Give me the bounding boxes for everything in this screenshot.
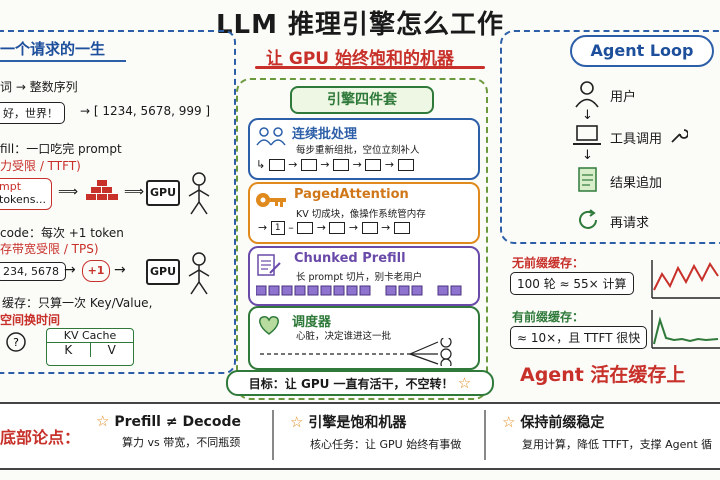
card-title: Chunked Prefill	[294, 251, 406, 266]
summary-divider	[484, 410, 486, 460]
decode-arrow-1: →	[64, 262, 76, 278]
no-prefix-value: 100 轮 ≈ 55× 计算	[510, 272, 634, 295]
loop-arrow: ↓	[582, 148, 593, 163]
bottom-label: 底部论点：	[0, 428, 81, 447]
user-icon	[575, 81, 599, 108]
page-blocks-diagram: → 1 – → → →	[258, 221, 410, 235]
high-compute-chart	[651, 260, 720, 299]
card-title: 调度器	[292, 315, 332, 330]
engine-toolkit-panel	[236, 78, 488, 400]
decode-limit: 存带宽受限 / TPS)	[0, 242, 99, 256]
loop-step-append-result: 结果追加	[610, 176, 663, 191]
decode-token-box: 234, 5678	[0, 262, 66, 281]
summary-desc: 核心任务：让 GPU 始终有事做	[310, 438, 462, 451]
subtitle-underline	[255, 66, 485, 69]
people-group-icon	[256, 127, 286, 146]
card-paged-attention: PagedAttention KV 切成块，像操作系统管内存 → 1 – → →…	[248, 182, 480, 244]
stick-figure-icon	[188, 172, 210, 215]
document-edit-icon	[257, 254, 281, 276]
tokenize-input-box: 好，世界！	[0, 102, 65, 124]
document-icon	[578, 167, 597, 192]
prefill-chunks-diagram	[256, 285, 462, 296]
summary-desc: 算力 vs 带宽，不同瓶颈	[122, 436, 241, 449]
summary-desc: 复用计算，降低 TTFT，支撑 Agent 循	[522, 438, 713, 451]
prefix-label: 有前缀缓存：	[512, 310, 585, 324]
loop-arrow: ↓	[582, 108, 593, 123]
plus-one-token: +1	[82, 260, 110, 282]
wrench-icon	[671, 129, 688, 143]
card-desc: KV 切成块，像操作系统管内存	[296, 209, 426, 220]
card-chunked-prefill: Chunked Prefill 长 prompt 切片，别卡老用户	[248, 246, 480, 306]
request-lifecycle-panel	[0, 30, 236, 374]
card-scheduler: 调度器 心脏，决定谁进这一批	[248, 306, 480, 370]
star-icon: ☆	[502, 413, 516, 431]
star-icon: ☆	[96, 412, 110, 430]
decode-line: code：每次 +1 token	[0, 226, 124, 240]
brick-stack-icon	[86, 180, 118, 200]
key-icon	[256, 193, 286, 207]
summary-item-prefill-decode: ☆ Prefill ≠ Decode 算力 vs 带宽，不同瓶颈	[96, 412, 241, 450]
summary-item-stable-prefix: ☆ 保持前缀稳定 复用计算，降低 TTFT，支撑 Agent 循	[502, 412, 712, 452]
kv-key-cell: K	[47, 343, 91, 357]
star-icon: ☆	[290, 413, 304, 431]
svg-text:?: ?	[13, 336, 19, 349]
summary-item-saturation: ☆ 引擎是饱和机器 核心任务：让 GPU 始终有事做	[290, 412, 461, 452]
batch-slots-diagram: ↳ → → → →	[256, 158, 414, 171]
card-continuous-batching: 连续批处理 每步重新组批，空位立刻补人 ↳ → → → →	[248, 118, 480, 180]
heart-icon	[259, 316, 279, 335]
prefill-line: fill：一口吃完 prompt	[0, 142, 122, 156]
kv-cache-block: KV Cache K V	[46, 328, 134, 366]
lifecycle-underline	[0, 60, 126, 62]
lifecycle-title: 一个请求的一生	[0, 40, 106, 58]
space-for-time: 空间换时间	[0, 313, 61, 327]
decode-arrow-2: →	[114, 262, 126, 278]
page-number: 1	[270, 221, 285, 235]
loop-step-tool-call: 工具调用	[610, 132, 663, 147]
summary-title: 引擎是饱和机器	[308, 415, 407, 431]
prefill-arrow-1: ⟹	[58, 184, 79, 200]
token-ids: → [ 1234, 5678, 999 ]	[80, 104, 211, 118]
refresh-icon	[579, 209, 597, 229]
gpu-chip-icon-decode: GPU	[146, 259, 180, 285]
page-subtitle: 让 GPU 始终饱和的机器	[265, 49, 455, 69]
kv-cache-title: KV Cache	[47, 329, 133, 343]
prompt-box-label: mpt	[0, 180, 22, 193]
low-compute-chart	[651, 310, 720, 349]
gpu-chip-icon-prefill: GPU	[146, 180, 180, 206]
card-title: PagedAttention	[294, 187, 409, 202]
no-prefix-label: 无前缀缓存：	[512, 256, 585, 270]
kv-value-cell: V	[107, 343, 116, 357]
loop-step-user: 用户	[610, 90, 637, 105]
loop-step-re-request: 再请求	[610, 216, 650, 231]
star-icon: ☆	[457, 374, 472, 392]
bottom-summary-bar	[0, 402, 720, 470]
scheduler-fanout-diagram	[260, 338, 452, 366]
agent-loop-panel	[500, 30, 720, 244]
prefix-value: ≈ 10×，且 TTFT 很快	[510, 326, 648, 349]
summary-title: Prefill ≠ Decode	[114, 414, 241, 430]
laptop-icon	[573, 125, 601, 145]
summary-divider	[272, 410, 274, 460]
card-desc: 长 prompt 切片，别卡老用户	[296, 272, 423, 283]
kv-cache-line: 缓存：只算一次 Key/Value,	[2, 296, 153, 310]
agent-cache-slogan: Agent 活在缓存上	[520, 364, 686, 386]
page-title: LLM 推理引擎怎么工作	[215, 10, 505, 40]
prefill-arrow-2: ⟹	[124, 184, 145, 200]
prefill-limit: 力受限 / TTFT)	[0, 159, 81, 173]
engine-toolkit-title: 引擎四件套	[290, 86, 434, 114]
goal-banner: 目标：让 GPU 一直有活干，不空转！ ☆	[226, 370, 494, 396]
prompt-box-tokens: tokens...	[0, 193, 46, 206]
tokenize-line: 词 → 整数序列	[0, 80, 78, 94]
stick-figure-icon	[188, 252, 210, 295]
question-face-icon: ?	[6, 332, 26, 352]
card-title: 连续批处理	[292, 127, 358, 142]
goal-text: 目标：让 GPU 一直有活干，不空转！	[248, 377, 454, 391]
prompt-tokens-box: mpt tokens...	[0, 178, 52, 210]
agent-loop-title: Agent Loop	[570, 35, 714, 67]
card-desc: 每步重新组批，空位立刻补人	[296, 145, 420, 156]
summary-title: 保持前缀稳定	[520, 415, 605, 431]
card-desc: 心脏，决定谁进这一批	[296, 331, 392, 342]
